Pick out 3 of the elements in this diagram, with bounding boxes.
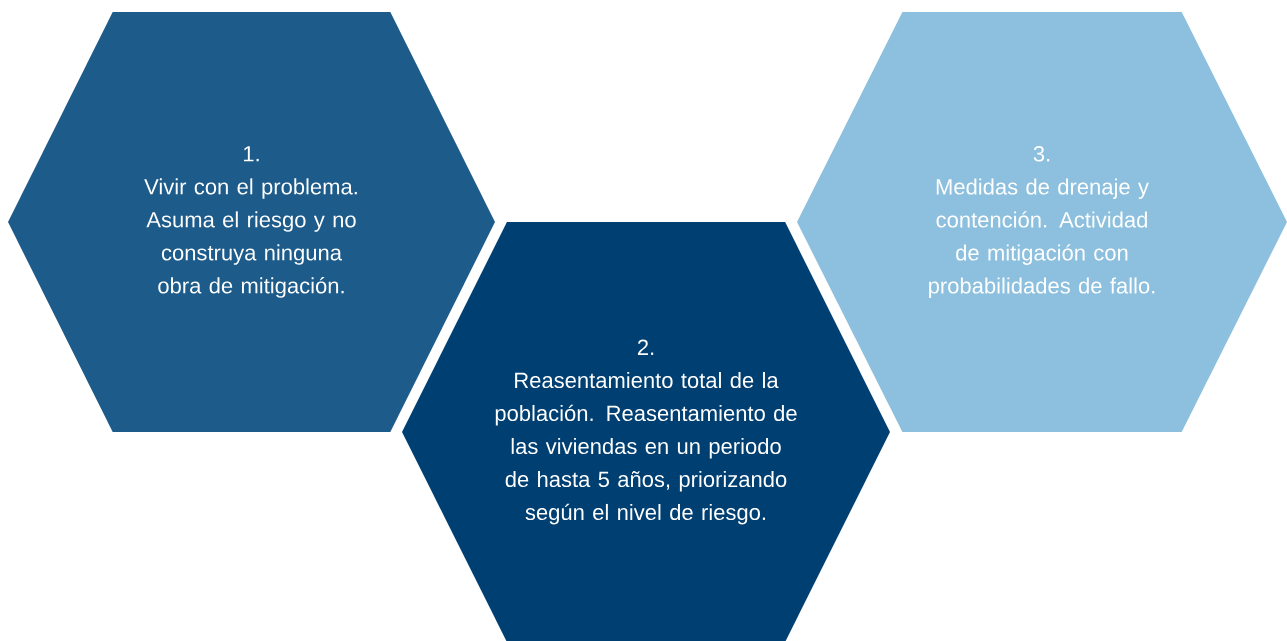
hexagon: 3. Medidas de drenaje y contención. Actividad de mitigación con probabilidades de fallo.: [797, 12, 1287, 432]
hexagon: 2. Reasentamiento total de la población. Reasentamiento de las viviendas en un periodo de hasta 5 años, priorizando según el nivel de riesgo.: [402, 222, 890, 641]
hexagon: 1. Vivir con el problema. Asuma el riesgo y no construya ninguna obra de mitigación.: [8, 12, 495, 432]
